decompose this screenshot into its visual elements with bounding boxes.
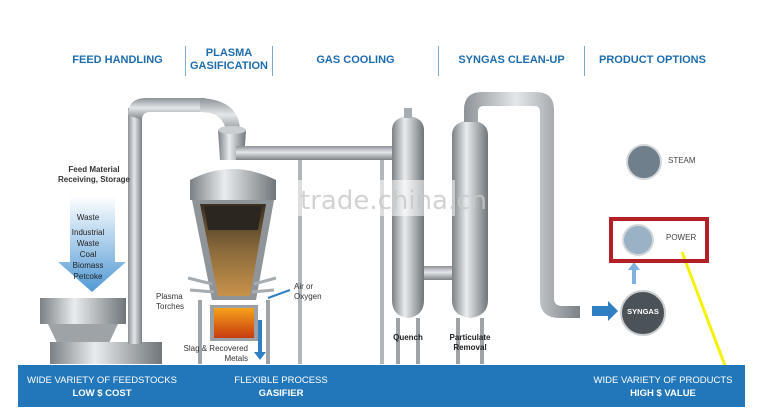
feed-item-waste: Waste — [76, 213, 100, 222]
stage-headers: FEED HANDLING PLASMA GASIFICATION GAS CO… — [0, 40, 773, 80]
header-plasma-gasification: PLASMA GASIFICATION — [189, 47, 268, 72]
header-divider — [272, 46, 273, 76]
power-tower-icon — [622, 224, 654, 256]
bar-feedstocks-line2: LOW $ COST — [72, 388, 132, 399]
feed-item-biomass: Biomass — [72, 261, 104, 270]
feed-item-coal: Coal — [79, 250, 97, 259]
feed-item-industrial-waste: Industrial Waste — [71, 228, 105, 248]
feed-material-label: Feed Material Receiving, Storage — [57, 165, 131, 184]
syngas-label: SYNGAS — [627, 307, 659, 316]
power-label: POWER — [666, 233, 697, 242]
particulate-removal-label: Particulate Removal — [449, 333, 491, 352]
bar-segment-process: FLEXIBLE PROCESS GASIFIER — [226, 374, 336, 400]
bar-process-line2: GASIFIER — [258, 388, 304, 399]
header-divider — [584, 46, 585, 76]
bar-process-line1: FLEXIBLE PROCESS — [234, 375, 328, 386]
bar-products-line1: WIDE VARIETY OF PRODUCTS — [593, 375, 733, 386]
steam-label: STEAM — [668, 156, 696, 165]
power-highlight-box — [609, 217, 709, 263]
header-divider — [438, 46, 439, 76]
bar-products-line2: HIGH $ VALUE — [630, 388, 696, 399]
steam-icon — [626, 144, 662, 180]
quench-label: Quench — [393, 333, 423, 342]
feed-item-petcoke: Petcoke — [73, 272, 103, 281]
header-syngas-cleanup: SYNGAS CLEAN-UP — [458, 53, 565, 66]
value-chain-bar — [18, 365, 745, 407]
bar-segment-products: WIDE VARIETY OF PRODUCTS HIGH $ VALUE — [588, 374, 738, 400]
header-divider — [185, 46, 186, 76]
header-feed-handling: FEED HANDLING — [72, 53, 163, 66]
bar-feedstocks-line1: WIDE VARIETY OF FEEDSTOCKS — [27, 375, 177, 386]
plasma-torches-label: Plasma Torches — [156, 292, 185, 311]
header-gas-cooling: GAS COOLING — [316, 53, 395, 66]
bar-segment-feedstocks: WIDE VARIETY OF FEEDSTOCKS LOW $ COST — [22, 374, 182, 400]
header-product-options: PRODUCT OPTIONS — [599, 53, 706, 66]
slag-metals-label: Slag & Recovered Metals — [183, 344, 248, 363]
watermark: trade.china.cn — [300, 186, 488, 216]
syngas-badge — [620, 290, 666, 336]
air-oxygen-label: Air or Oxygen — [294, 282, 322, 301]
